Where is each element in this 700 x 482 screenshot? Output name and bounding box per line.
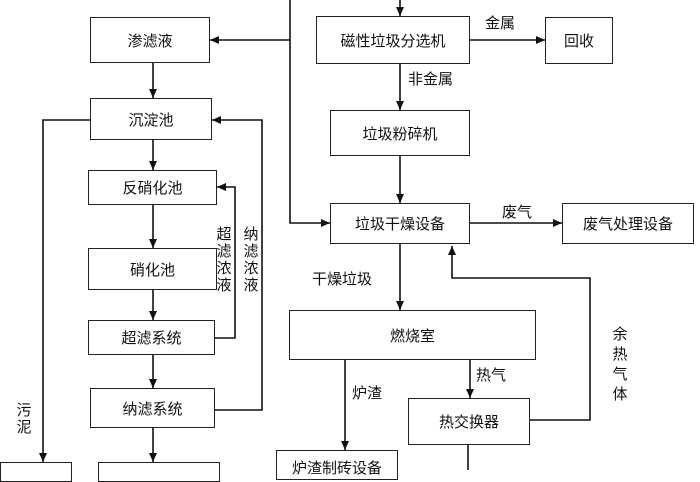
- line-uf-concentrate-return: [215, 183, 236, 339]
- line-main-to-dryer: [289, 40, 330, 227]
- metal-label: 金属: [485, 14, 516, 32]
- nf-concentrate-label: 纳滤浓液: [243, 225, 259, 294]
- nitrification-tank-box: 硝化池: [88, 248, 217, 290]
- ultrafiltration-system-box: 超滤系统: [88, 320, 215, 355]
- denitrification-tank-box: 反硝化池: [88, 170, 217, 205]
- non-metal-label: 非金属: [408, 70, 454, 88]
- nanofiltration-system-box: 纳滤系统: [90, 388, 215, 428]
- exhaust-treatment-box: 废气处理设备: [562, 203, 694, 244]
- dryer-box: 垃圾干燥设备: [330, 203, 470, 244]
- magnetic-sorter-box: 磁性垃圾分选机: [316, 16, 470, 64]
- dried-waste-label: 干燥垃圾: [312, 270, 373, 288]
- line-to-leachate: [210, 0, 291, 44]
- bottom-left-box: [0, 462, 72, 482]
- sludge-label: 污泥: [16, 401, 32, 436]
- line-nf-concentrate-return: [212, 116, 263, 411]
- slag-label: 炉渣: [352, 384, 383, 402]
- sedimentation-tank-box: 沉淀池: [90, 98, 212, 140]
- waste-heat-gas-label: 余热气体: [612, 325, 628, 403]
- line-waste-heat-return: [448, 246, 591, 421]
- hot-gas-label: 热气: [476, 366, 507, 384]
- line-sludge: [39, 119, 90, 462]
- connector-lines: [39, 0, 591, 470]
- crusher-box: 垃圾粉碎机: [330, 110, 470, 156]
- combustion-chamber-box: 燃烧室: [289, 310, 536, 360]
- slag-brick-equipment-box: 炉渣制砖设备: [276, 450, 398, 480]
- exhaust-gas-label: 废气: [502, 203, 533, 221]
- bottom-center-box: [98, 462, 220, 482]
- leachate-box: 渗滤液: [90, 17, 210, 63]
- heat-exchanger-box: 热交换器: [408, 398, 530, 445]
- uf-concentrate-label: 超滤浓液: [216, 225, 232, 294]
- recycling-box: 回收: [545, 17, 613, 64]
